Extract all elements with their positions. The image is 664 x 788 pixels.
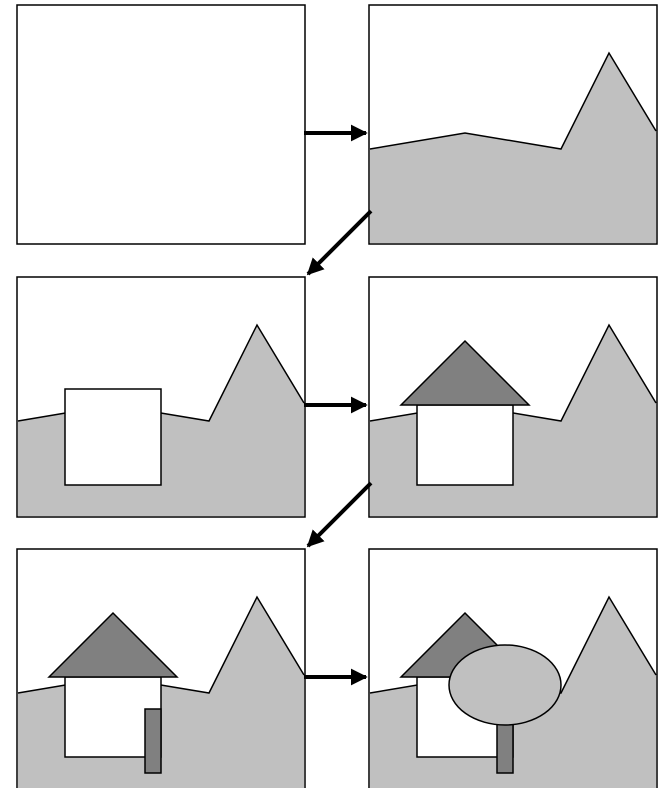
panel-step-4 (368, 276, 658, 518)
arrow-down-left-step-2-to-3 (306, 209, 373, 276)
panel-frame (16, 548, 306, 788)
panel-step-5 (16, 548, 306, 788)
house-roof (399, 339, 531, 406)
panel-frame (368, 276, 658, 518)
panel-frame (368, 4, 658, 245)
panel-frame (16, 276, 306, 518)
panel-step-3 (16, 276, 306, 518)
panel-step-2 (368, 4, 658, 245)
ground-shape (370, 53, 656, 243)
panel-frame (16, 4, 306, 245)
arrow-down-left-step-4-to-5 (306, 481, 373, 548)
house-roof (47, 611, 179, 678)
post (144, 708, 162, 774)
tree-foliage (448, 644, 562, 726)
house-wall (64, 388, 162, 486)
panel-step-6 (368, 548, 658, 788)
panel-step-1 (16, 4, 306, 245)
panel-frame (368, 548, 658, 788)
ground-outline (369, 51, 657, 150)
house-wall (416, 404, 514, 486)
